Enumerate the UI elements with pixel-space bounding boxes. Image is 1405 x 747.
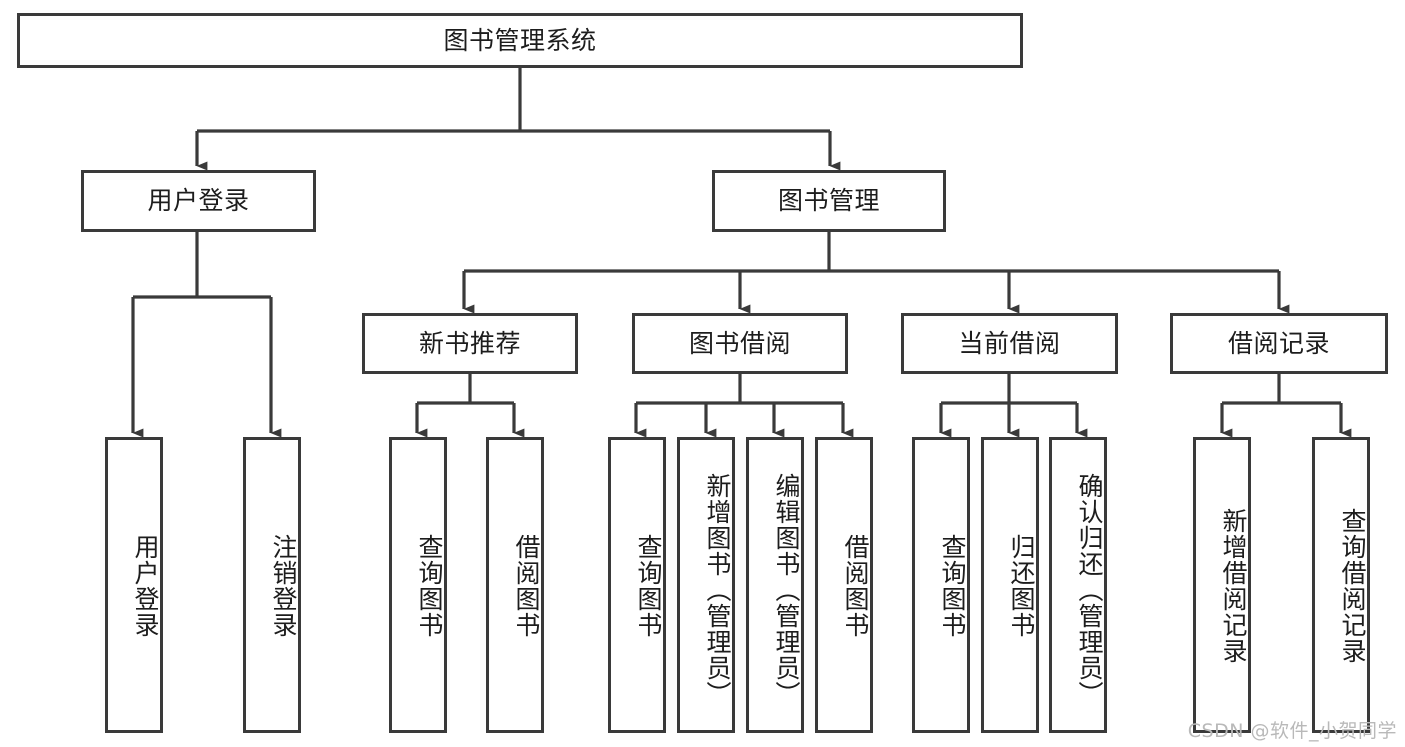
- leaf-label: 查询借阅记录: [1338, 508, 1367, 664]
- node-leaf-add-record[interactable]: 新增借阅记录: [1193, 437, 1251, 733]
- leaf-label: 查询图书: [415, 534, 444, 638]
- leaf-label: 新增图书（管理员）: [703, 473, 732, 707]
- node-leaf-user-logout[interactable]: 注销登录: [243, 437, 301, 733]
- node-borrow-record[interactable]: 借阅记录: [1170, 313, 1388, 374]
- leaf-label: 确认归还（管理员）: [1075, 473, 1104, 707]
- leaf-label: 编辑图书（管理员）: [772, 473, 801, 707]
- node-root-system[interactable]: 图书管理系统: [17, 13, 1023, 68]
- leaf-label: 借阅图书: [512, 534, 541, 638]
- leaf-label: 借阅图书: [841, 534, 870, 638]
- leaf-label: 查询图书: [938, 534, 967, 638]
- node-current-borrow[interactable]: 当前借阅: [901, 313, 1118, 374]
- leaf-label: 用户登录: [131, 534, 160, 638]
- leaf-label: 查询图书: [634, 534, 663, 638]
- node-book-management[interactable]: 图书管理: [712, 170, 946, 232]
- node-leaf-add-book[interactable]: 新增图书（管理员）: [677, 437, 735, 733]
- node-leaf-borrow-book-1[interactable]: 借阅图书: [486, 437, 544, 733]
- watermark-text: CSDN @软件_小贺同学: [1187, 720, 1397, 742]
- node-leaf-query-book-2[interactable]: 查询图书: [608, 437, 666, 733]
- node-new-book-recommend[interactable]: 新书推荐: [362, 313, 578, 374]
- node-leaf-query-book-1[interactable]: 查询图书: [389, 437, 447, 733]
- node-leaf-query-record[interactable]: 查询借阅记录: [1312, 437, 1370, 733]
- node-leaf-borrow-book-2[interactable]: 借阅图书: [815, 437, 873, 733]
- node-leaf-edit-book[interactable]: 编辑图书（管理员）: [746, 437, 804, 733]
- node-leaf-query-book-3[interactable]: 查询图书: [912, 437, 970, 733]
- node-leaf-return-book[interactable]: 归还图书: [981, 437, 1039, 733]
- node-user-login[interactable]: 用户登录: [81, 170, 316, 232]
- node-leaf-user-login[interactable]: 用户登录: [105, 437, 163, 733]
- leaf-label: 新增借阅记录: [1219, 508, 1248, 664]
- node-book-borrow[interactable]: 图书借阅: [632, 313, 848, 374]
- leaf-label: 归还图书: [1007, 534, 1036, 638]
- node-leaf-confirm-return[interactable]: 确认归还（管理员）: [1049, 437, 1107, 733]
- leaf-label: 注销登录: [269, 534, 298, 638]
